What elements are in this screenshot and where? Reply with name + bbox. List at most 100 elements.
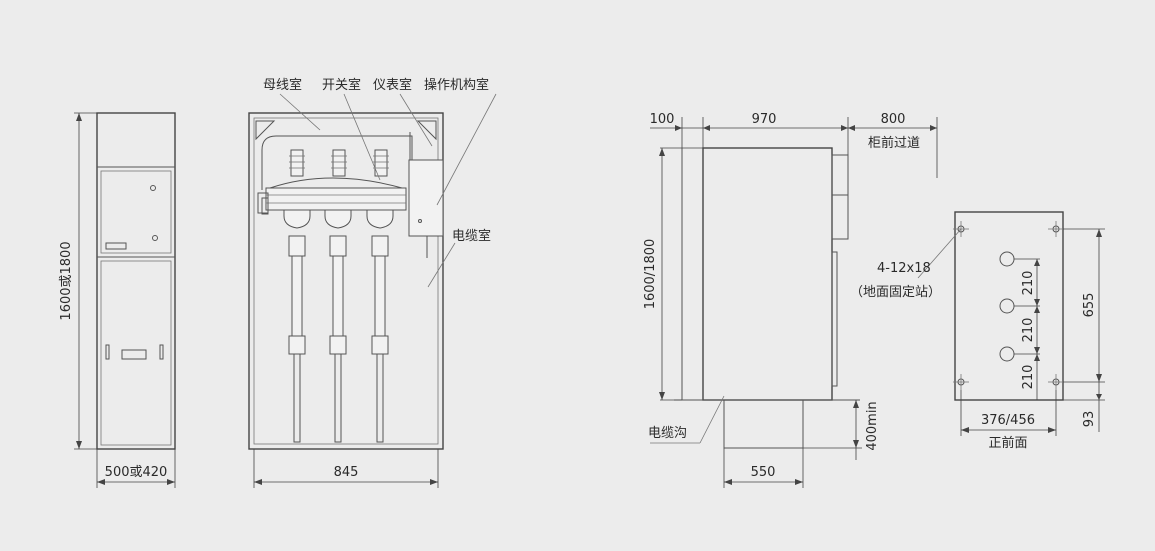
- front-cabinet-outline: [96, 112, 176, 450]
- pitch-label-2: 210: [1021, 318, 1036, 343]
- front-height-label: 1600或1800: [59, 241, 74, 320]
- fuse-columns: [288, 235, 389, 443]
- front-width-label: 500或420: [105, 465, 168, 480]
- install-view: 100 970 800 柜前过道 1600/1800 400min 550 电缆…: [643, 112, 938, 488]
- arrow-icon: [659, 392, 665, 400]
- label-bolt-spec: 4-12x18: [877, 261, 931, 276]
- label-cable-trench: 电缆沟: [648, 425, 687, 441]
- front-knob-icon: [152, 235, 158, 241]
- arrow-icon: [853, 440, 859, 448]
- front-handle-right: [159, 344, 164, 360]
- cable-lead: [293, 353, 301, 443]
- leader-cable: [427, 242, 456, 288]
- busbar-room-outline: [261, 135, 413, 190]
- leader-switch: [343, 93, 381, 181]
- base-offset-label: 93: [1082, 411, 1097, 428]
- leader-instrument: [399, 93, 433, 147]
- fuse-bottom-cap: [288, 335, 306, 355]
- install-front-handle-top: [831, 154, 849, 196]
- pitch-label-1: 210: [1021, 271, 1036, 296]
- label-front-passage: 柜前过道: [868, 135, 920, 151]
- arrow-icon: [1096, 374, 1102, 382]
- side-view: 母线室 开关室 仪表室 操作机构室 电缆室 845: [248, 77, 497, 488]
- label-front-side: 正前面: [988, 435, 1027, 451]
- side-width-label: 845: [334, 465, 359, 480]
- dim-rear-clearance: 100: [650, 112, 675, 127]
- arrow-icon: [1034, 306, 1040, 313]
- arrow-icon: [659, 148, 665, 156]
- label-mechanism-room: 操作机构室: [424, 77, 489, 93]
- front-knob-icon: [150, 185, 156, 191]
- arrow-icon: [703, 125, 710, 131]
- cable-trench: [723, 400, 804, 449]
- front-lower-panel: [100, 260, 172, 446]
- front-indicator-window: [105, 242, 127, 250]
- label-cable-room: 电缆室: [452, 228, 491, 244]
- fuse-top-cap: [288, 235, 306, 257]
- fuse-tube: [291, 255, 303, 337]
- base-height-label: 655: [1082, 293, 1097, 318]
- fuse-top-cap: [371, 235, 389, 257]
- base-view: 210 210 210 655 93 376/456 正前面 4-12x18 （…: [850, 211, 1105, 451]
- corner-bracket: [255, 120, 276, 141]
- arrow-icon: [254, 479, 262, 485]
- label-switch-room: 开关室: [322, 77, 361, 93]
- arrow-icon: [1096, 394, 1102, 400]
- pitch-label-3: 210: [1021, 365, 1036, 390]
- arrow-icon: [1096, 229, 1102, 237]
- cable-lead: [376, 353, 384, 443]
- arrow-icon: [1034, 347, 1040, 354]
- arrow-icon: [97, 479, 105, 485]
- base-outline: [954, 211, 1064, 401]
- contact-cup: [283, 209, 311, 229]
- leader-bolt: [917, 228, 962, 279]
- corner-bracket: [416, 120, 437, 141]
- front-view: 1600或1800 500或420: [59, 112, 176, 488]
- arrow-icon: [675, 125, 682, 131]
- arrow-icon: [430, 479, 438, 485]
- install-front-handle-mid: [831, 194, 849, 240]
- arrow-icon: [167, 479, 175, 485]
- contact-cup: [324, 209, 352, 229]
- arrow-icon: [848, 125, 855, 131]
- fuse-tube: [332, 255, 344, 337]
- arrow-icon: [1034, 299, 1040, 306]
- arrow-icon: [853, 400, 859, 408]
- fuse-tube: [374, 255, 386, 337]
- fuse-bottom-cap: [329, 335, 347, 355]
- arrow-icon: [961, 427, 969, 433]
- arrow-icon: [76, 113, 82, 121]
- mechanism-box: [408, 159, 444, 237]
- arrow-icon: [841, 125, 848, 131]
- label-instrument-room: 仪表室: [373, 77, 412, 93]
- top-insulator: [374, 149, 388, 177]
- leader-trench-diag: [699, 395, 725, 444]
- install-height-label: 1600/1800: [643, 239, 658, 310]
- top-insulator: [290, 149, 304, 177]
- bolt-holes: [953, 221, 1064, 390]
- install-cabinet-outline: [702, 147, 833, 401]
- side-cabinet-outline: [248, 112, 444, 450]
- cable-entry-hole-icon: [999, 298, 1015, 314]
- arrow-icon: [724, 479, 732, 485]
- front-nameplate: [121, 349, 147, 360]
- arrow-icon: [795, 479, 803, 485]
- base-width-label: 376/456: [981, 413, 1035, 428]
- arrow-icon: [1034, 354, 1040, 361]
- mechanism-dot: [418, 219, 422, 223]
- front-upper-panel: [100, 170, 172, 254]
- arrow-icon: [76, 441, 82, 449]
- contact-cup: [366, 209, 394, 229]
- trench-depth-label: 400min: [865, 401, 880, 450]
- cable-entry-hole-icon: [999, 251, 1015, 267]
- arrow-icon: [1034, 259, 1040, 266]
- fuse-bottom-cap: [371, 335, 389, 355]
- top-insulators: [289, 149, 389, 177]
- fuse-top-cap: [329, 235, 347, 257]
- arrow-icon: [930, 125, 937, 131]
- front-handle-left: [105, 344, 110, 360]
- label-busbar-room: 母线室: [263, 77, 302, 93]
- left-linkage-inner: [261, 197, 269, 215]
- dim-cabinet-depth: 970: [752, 112, 777, 127]
